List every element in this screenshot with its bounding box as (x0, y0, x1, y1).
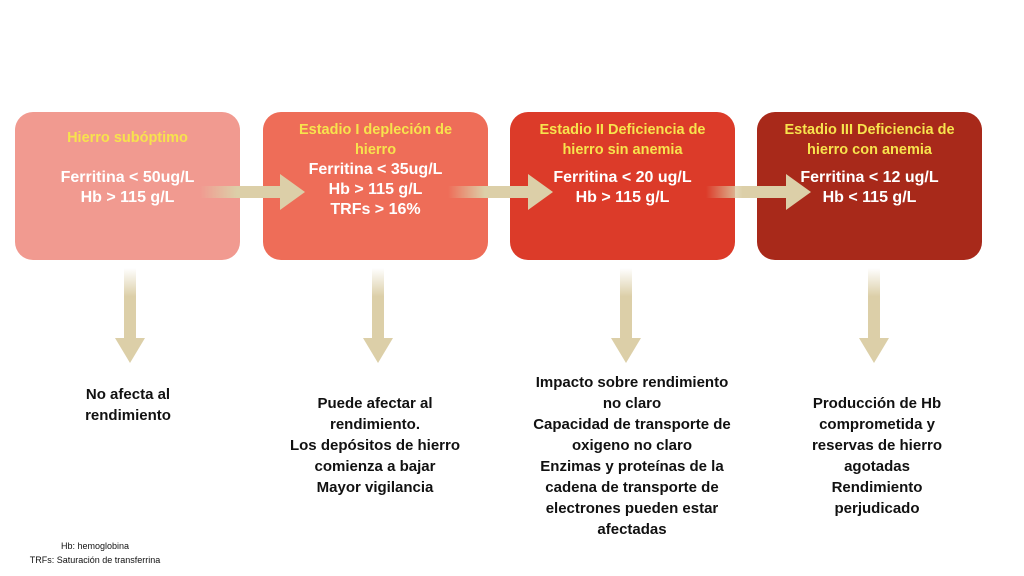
description-line: afectadas (597, 521, 667, 538)
stage-value: Ferritina < 12 ug/L (800, 169, 939, 186)
description-line: oxigeno no claro (571, 437, 692, 454)
description-line: cadena de transporte de (545, 479, 719, 496)
footnote: TRFs: Saturación de transferrina (29, 555, 161, 565)
right-arrow-icon (448, 174, 553, 210)
description-line: electrones pueden estar (545, 500, 719, 517)
stage-value: Ferritina < 35ug/L (308, 161, 443, 178)
stage-description: Puede afectar al rendimiento. Los depósi… (265, 393, 485, 498)
stage-title: Hierro subóptimo (67, 130, 188, 146)
description-line: Impacto sobre rendimiento (535, 374, 729, 391)
description-line: No afecta al (85, 386, 171, 403)
description-line: perjudicado (834, 500, 920, 517)
description-line: Capacidad de transporte de (533, 416, 731, 433)
right-arrow-icon (706, 174, 811, 210)
stage-value: Hb < 115 g/L (822, 189, 917, 206)
description-line: comprometida y (819, 416, 935, 433)
stage-box-stage-2: Estadio II Deficiencia de hierro sin ane… (510, 112, 735, 260)
stage-description: Producción de Hb comprometida y reservas… (767, 393, 987, 519)
description-line: agotadas (844, 458, 910, 475)
description-line: reservas de hierro (811, 437, 943, 454)
stage-title: Estadio I depleción de hierro (298, 122, 453, 158)
description-line: Mayor vigilancia (316, 479, 434, 496)
stage-value: Ferritina < 20 ug/L (553, 169, 692, 186)
stage-title: Estadio II Deficiencia de hierro sin ane… (539, 122, 706, 158)
description-line: Los depósitos de hierro (289, 437, 461, 454)
down-arrow-icon (859, 268, 889, 363)
down-arrow-icon (363, 268, 393, 363)
description-line: Producción de Hb (812, 395, 942, 412)
description-line: rendimiento (85, 407, 171, 424)
footnotes: Hb: hemoglobina TRFs: Saturación de tran… (0, 539, 190, 567)
down-arrow-icon (611, 268, 641, 363)
right-arrow-icon (200, 174, 305, 210)
stage-title: Estadio III Deficiencia de hierro con an… (784, 122, 955, 158)
description-line: Enzimas y proteínas de la (540, 458, 724, 475)
stage-description: No afecta al rendimiento (18, 384, 238, 426)
stage-value: TRFs > 16% (330, 201, 421, 218)
description-line: Puede afectar al (317, 395, 433, 412)
stage-value: Hb > 115 g/L (328, 181, 423, 198)
down-arrow-icon (115, 268, 145, 363)
stage-box-stage-1: Estadio I depleción de hierro Ferritina … (263, 112, 488, 260)
stage-description: Impacto sobre rendimiento no claro Capac… (522, 372, 742, 540)
stage-value: Hb > 115 g/L (80, 189, 175, 206)
description-line: no claro (602, 395, 662, 412)
description-line: Rendimiento (831, 479, 923, 496)
stage-value: Hb > 115 g/L (575, 189, 670, 206)
description-line: rendimiento. (329, 416, 420, 433)
stage-value: Ferritina < 50ug/L (60, 169, 195, 186)
footnote: Hb: hemoglobina (60, 541, 130, 551)
description-line: comienza a bajar (314, 458, 436, 475)
